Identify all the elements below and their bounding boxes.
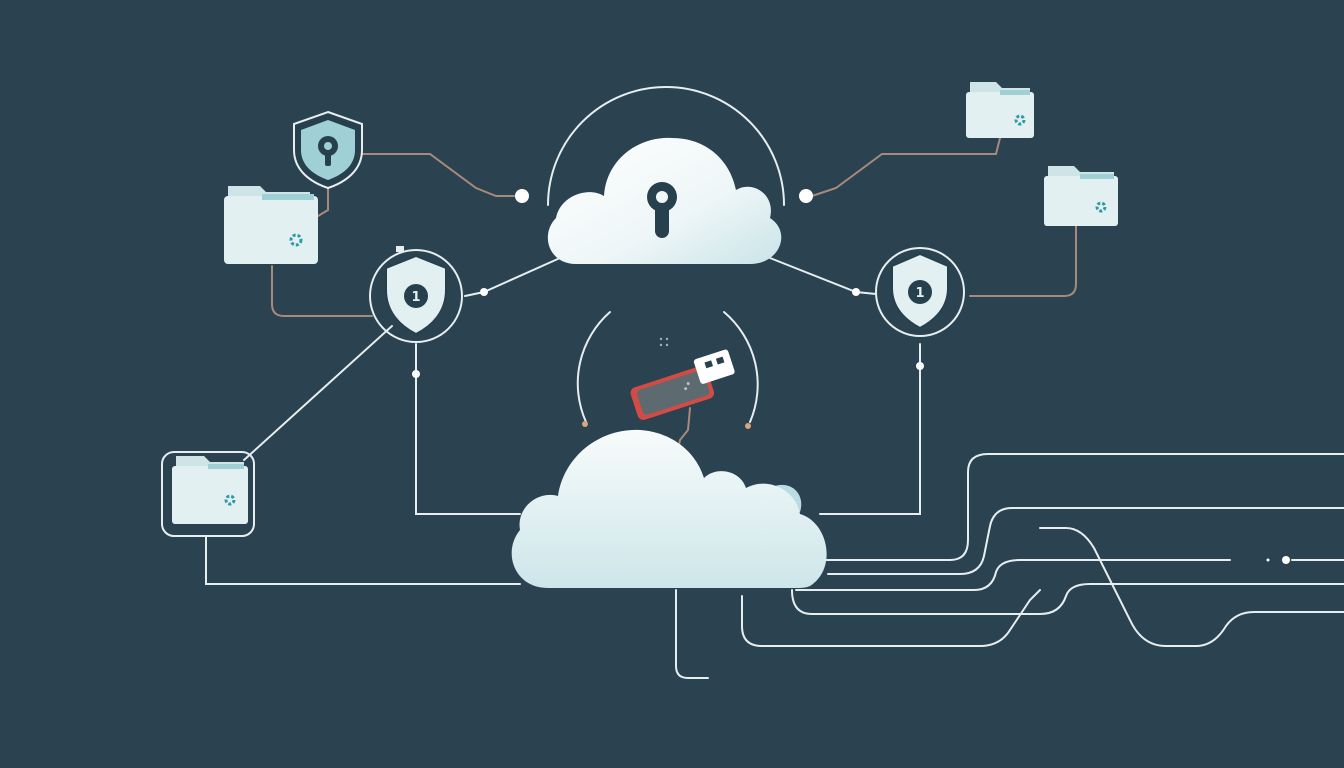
- connector-nodes: [412, 189, 1290, 564]
- node-dot-usb-left: [582, 421, 588, 427]
- folder-gear-icon-left-bottom: [161, 451, 255, 537]
- line-cloud-down-1: [675, 589, 709, 679]
- shield-label-right: 1: [915, 286, 924, 301]
- circuit-line-5: [741, 589, 1041, 647]
- usb-indicator-dots: [659, 337, 669, 347]
- usb-drive-icon[interactable]: [627, 349, 741, 422]
- folder-gear-icon-left-top: [224, 186, 318, 264]
- node-dot-left-top: [515, 189, 529, 203]
- circuit-wave: [1039, 527, 1344, 647]
- circuit-line-3: [795, 559, 1231, 591]
- warm-line-folder-down: [271, 265, 373, 317]
- warm-connector-lines: [271, 137, 1077, 461]
- node-dot-usb-right: [745, 423, 751, 429]
- circuit-line-2: [827, 507, 1344, 575]
- cloud-lock-icon: [547, 137, 782, 264]
- circuit-line-4: [791, 583, 1344, 615]
- shield-label-left: 1: [411, 290, 420, 305]
- node-dot-far-right: [1282, 556, 1290, 564]
- line-shield-folder: [243, 325, 393, 461]
- line-right-shield-down: [819, 343, 921, 515]
- shield-number-icon-left: 1: [369, 246, 463, 343]
- node-dot-right-low: [916, 362, 924, 370]
- connector-lines: [205, 86, 1344, 679]
- line-cloud-left-shield: [464, 257, 561, 297]
- circuit-line-1: [823, 453, 1344, 561]
- node-dot-left-low: [412, 370, 420, 378]
- usb-arc-left: [576, 311, 611, 423]
- node-dot-left-mid: [480, 288, 488, 296]
- line-cloud-right-shield: [769, 257, 877, 295]
- warm-line-right-folder: [969, 225, 1077, 297]
- line-left-shield-down: [415, 343, 521, 515]
- top-cloud-arc: [547, 86, 785, 206]
- line-folder-cloud: [205, 535, 521, 585]
- node-dot-right-top: [799, 189, 813, 203]
- folder-gear-icon-right-top: [966, 82, 1034, 138]
- folder-gear-icon-right-mid: [1044, 166, 1118, 226]
- shield-number-icon-right: 1: [875, 247, 965, 337]
- shield-keyhole-icon: [293, 110, 363, 190]
- node-dot-right-mid: [852, 288, 860, 296]
- node-dot-far-right-small: [1266, 558, 1270, 562]
- warm-line-shield-top: [361, 153, 515, 197]
- usb-arc-right: [723, 311, 759, 423]
- warm-line-right-top: [811, 137, 1001, 197]
- cloud-icon: [511, 429, 827, 588]
- warm-line-shield-folder: [317, 185, 329, 217]
